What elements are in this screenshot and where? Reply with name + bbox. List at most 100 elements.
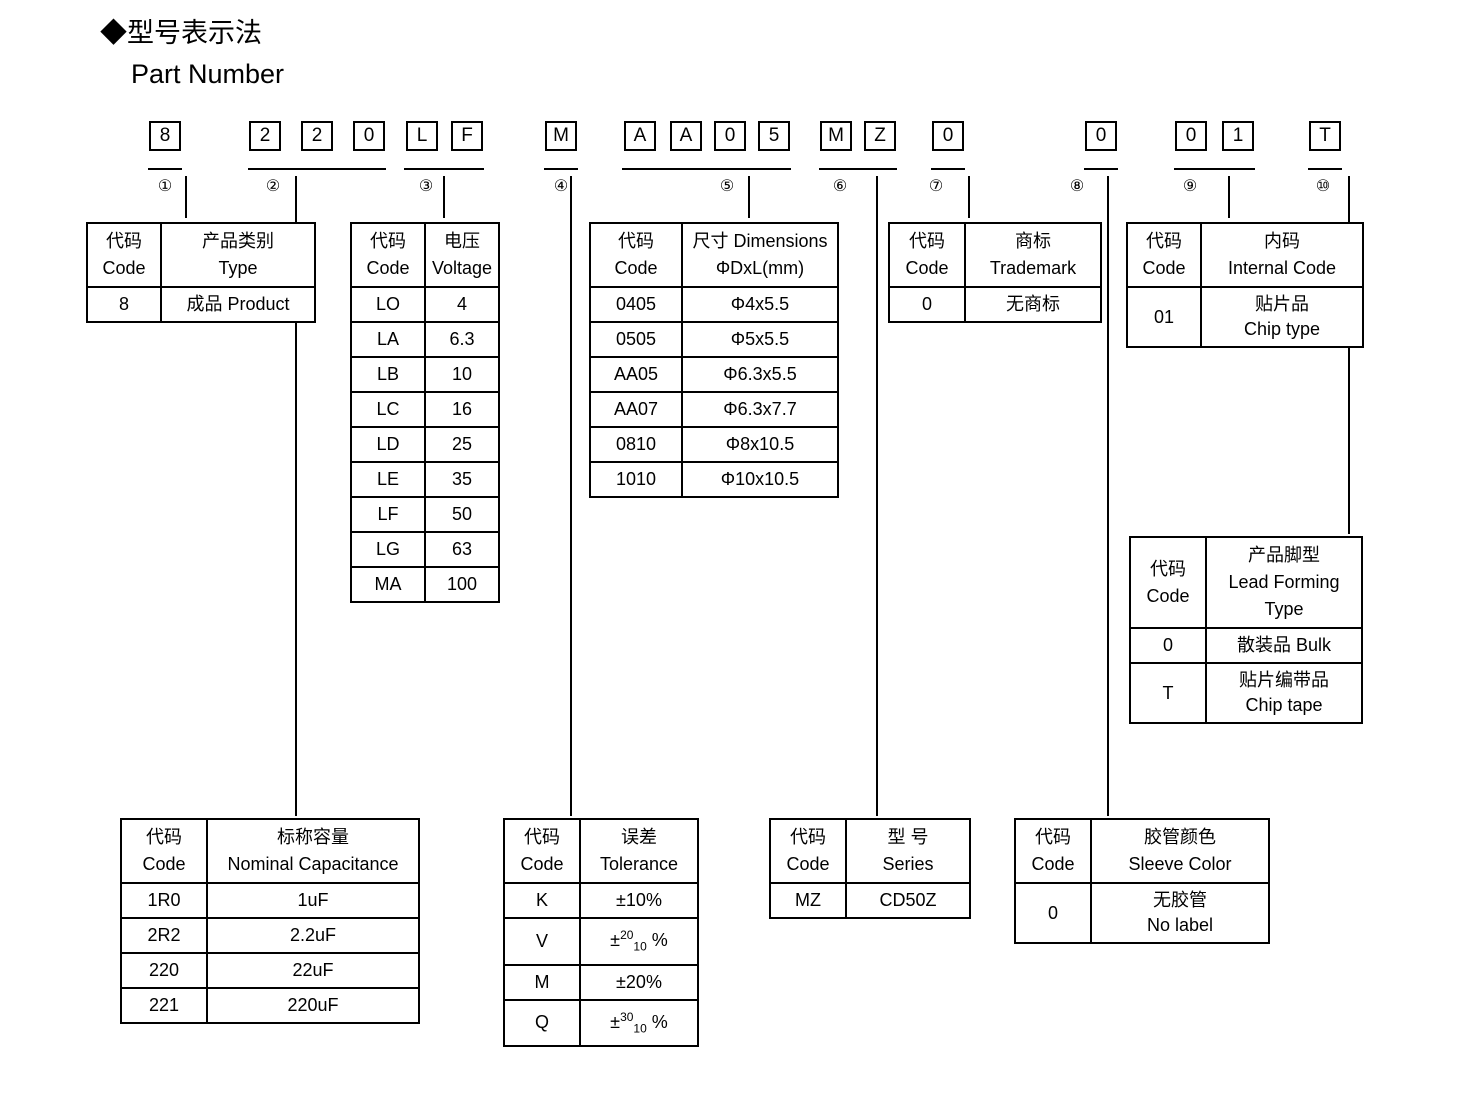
- cell-code: T: [1129, 662, 1207, 724]
- cell-value: Φ10x10.5: [681, 461, 839, 498]
- table-row: 8 成品 Product: [86, 286, 316, 323]
- cell-code: LB: [350, 356, 426, 393]
- cell-value: 无胶管 No label: [1090, 882, 1270, 944]
- page-title-en: Part Number: [131, 59, 285, 89]
- pn-char-box: 0: [1085, 121, 1117, 151]
- table-row: M ±20%: [503, 963, 699, 1001]
- cell-value: 100: [423, 566, 501, 603]
- pn-char-box: A: [670, 121, 702, 151]
- cell-code: V: [503, 917, 581, 966]
- table-row: 0 无商标: [888, 286, 1102, 323]
- header-code: 代码 Code: [888, 222, 966, 288]
- segment-marker-4: ④: [553, 178, 569, 195]
- cell-value: 1uF: [206, 882, 420, 919]
- cell-value: 220uF: [206, 987, 420, 1024]
- segment-underline: [404, 168, 484, 170]
- segment-marker-8: ⑧: [1069, 178, 1085, 195]
- cell-value: 成品 Product: [160, 286, 316, 323]
- segment-underline: [1174, 168, 1255, 170]
- leader-line-5: [748, 176, 750, 218]
- table-sleeve-color: 代码 Code 胶管颜色 Sleeve Color 0 无胶管 No label: [1014, 818, 1270, 944]
- table-row: 代码 Code 误差 Tolerance: [503, 818, 699, 884]
- table-row: T 贴片编带品 Chip tape: [1129, 662, 1363, 724]
- segment-marker-2: ②: [265, 178, 281, 195]
- table-type: 代码 Code 产品类别 Type 8 成品 Product: [86, 222, 316, 323]
- segment-underline: [248, 168, 386, 170]
- table-row: 代码 Code 胶管颜色 Sleeve Color: [1014, 818, 1270, 884]
- cell-code: 0810: [589, 426, 683, 463]
- leader-line-4: [570, 176, 572, 816]
- table-row: 代码 Code 产品脚型 Lead Forming Type: [1129, 536, 1363, 629]
- cell-code: 2R2: [120, 917, 208, 954]
- cell-value: 63: [423, 531, 501, 568]
- pn-char-box: M: [545, 121, 577, 151]
- cell-code: LD: [350, 426, 426, 463]
- cell-code: 0: [1014, 882, 1092, 944]
- cell-code: 1010: [589, 461, 683, 498]
- pn-char-box: 5: [758, 121, 790, 151]
- table-row: 代码 Code 商标 Trademark: [888, 222, 1102, 288]
- cell-code: M: [503, 963, 581, 1001]
- cell-value: 16: [423, 391, 501, 428]
- pn-char-box: 0: [1175, 121, 1207, 151]
- header-dimensions: 尺寸 Dimensions ΦDxL(mm): [681, 222, 839, 288]
- cell-value: 35: [423, 461, 501, 498]
- cell-value: Φ6.3x5.5: [681, 356, 839, 393]
- pn-char-box: 2: [301, 121, 333, 151]
- header-internal-code: 内码 Internal Code: [1200, 222, 1364, 288]
- pn-char-box: A: [624, 121, 656, 151]
- cell-value: Φ6.3x7.7: [681, 391, 839, 428]
- pn-char-box: M: [820, 121, 852, 151]
- leader-line-6: [876, 176, 878, 816]
- pn-char-box: 0: [932, 121, 964, 151]
- segment-marker-1: ①: [157, 178, 173, 195]
- cell-code: LA: [350, 321, 426, 358]
- header-tolerance: 误差 Tolerance: [579, 818, 699, 884]
- table-row: Q ±3010 %: [503, 998, 699, 1048]
- pn-char-box: L: [406, 121, 438, 151]
- cell-value: 25: [423, 426, 501, 463]
- cell-value-ranged: ±3010 %: [579, 998, 699, 1048]
- cell-code: AA05: [589, 356, 683, 393]
- segment-marker-10: ⑩: [1315, 178, 1331, 195]
- table-trademark: 代码 Code 商标 Trademark 0 无商标: [888, 222, 1102, 323]
- header-trademark: 商标 Trademark: [964, 222, 1102, 288]
- table-lead-forming: 代码 Code 产品脚型 Lead Forming Type 0 散装品 Bul…: [1129, 536, 1363, 724]
- header-code: 代码 Code: [1129, 536, 1207, 629]
- cell-code: 0: [888, 286, 966, 323]
- table-series: 代码 Code 型 号 Series MZ CD50Z: [769, 818, 971, 919]
- table-row: 01 贴片品 Chip type: [1126, 286, 1364, 348]
- cell-code: 221: [120, 987, 208, 1024]
- segment-marker-3: ③: [418, 178, 434, 195]
- segment-underline: [819, 168, 897, 170]
- segment-underline: [1308, 168, 1342, 170]
- cell-code: AA07: [589, 391, 683, 428]
- segment-underline: [1084, 168, 1118, 170]
- header-code: 代码 Code: [350, 222, 426, 288]
- cell-value: 22uF: [206, 952, 420, 989]
- pn-char-box: T: [1309, 121, 1341, 151]
- header-sleeve-color: 胶管颜色 Sleeve Color: [1090, 818, 1270, 884]
- header-code: 代码 Code: [1126, 222, 1202, 288]
- pn-char-box: 1: [1222, 121, 1254, 151]
- table-row: K ±10%: [503, 882, 699, 919]
- cell-code: K: [503, 882, 581, 919]
- pn-char-box: F: [451, 121, 483, 151]
